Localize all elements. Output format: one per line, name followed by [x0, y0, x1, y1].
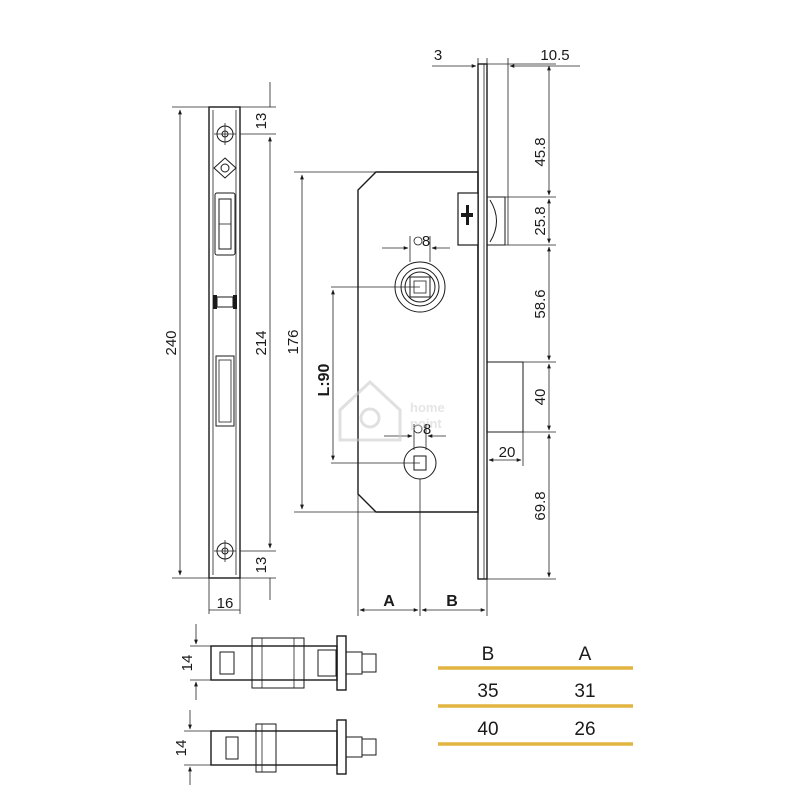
- label-b: B: [446, 593, 458, 610]
- latch-opening: [214, 192, 236, 256]
- dim-cylinder-8: 8: [423, 421, 431, 438]
- label-a: A: [383, 593, 395, 610]
- bolt: [486, 361, 524, 433]
- dim-240: 240: [163, 330, 180, 355]
- latch: [457, 192, 506, 246]
- faceplate-front-view: [208, 106, 241, 579]
- dim-45-8: 45.8: [532, 137, 549, 166]
- side-view-upper: 14: [179, 624, 377, 700]
- deadbolt-mark: [213, 295, 237, 309]
- dim-40: 40: [532, 389, 549, 406]
- faceplate-dimensions: 240 214 13 13 16: [163, 82, 276, 614]
- dim-10-5: 10.5: [540, 47, 569, 64]
- table-cell-r1-a: 31: [574, 681, 595, 702]
- dim-14-lower: 14: [173, 740, 190, 757]
- dim-20: 20: [499, 444, 516, 461]
- table-cell-r2-b: 40: [477, 719, 498, 740]
- watermark-line-1: home: [410, 400, 445, 415]
- table-cell-r2-a: 26: [574, 719, 595, 740]
- body-dimensions: 3 10.5 45.8 25.8 58.6 40 69.8 20 176 L:9…: [285, 47, 580, 616]
- dim-spindle-8: 8: [422, 233, 430, 250]
- dimension-table: B A 35 31 40 26: [438, 644, 633, 746]
- side-view-lower: 14: [173, 710, 377, 785]
- dim-13-top: 13: [253, 113, 270, 130]
- dim-176: 176: [285, 329, 302, 354]
- dim-3: 3: [434, 47, 442, 64]
- dim-214: 214: [253, 330, 270, 355]
- table-header-a: A: [579, 644, 592, 665]
- dim-69-8: 69.8: [532, 491, 549, 520]
- table-cell-r1-b: 35: [477, 681, 498, 702]
- dim-58-6: 58.6: [532, 289, 549, 318]
- dim-16: 16: [217, 595, 234, 612]
- lock-body-side-view: [331, 63, 524, 580]
- watermark: home point: [338, 379, 445, 442]
- dim-13-bottom: 13: [253, 557, 270, 574]
- bolt-opening: [215, 355, 235, 427]
- dim-l-90: L:90: [316, 363, 333, 396]
- table-header-b: B: [482, 644, 495, 665]
- dim-25-8: 25.8: [532, 206, 549, 235]
- dim-14-upper: 14: [179, 655, 196, 672]
- brand-logo-icon: [213, 157, 237, 179]
- watermark-line-2: point: [410, 416, 442, 431]
